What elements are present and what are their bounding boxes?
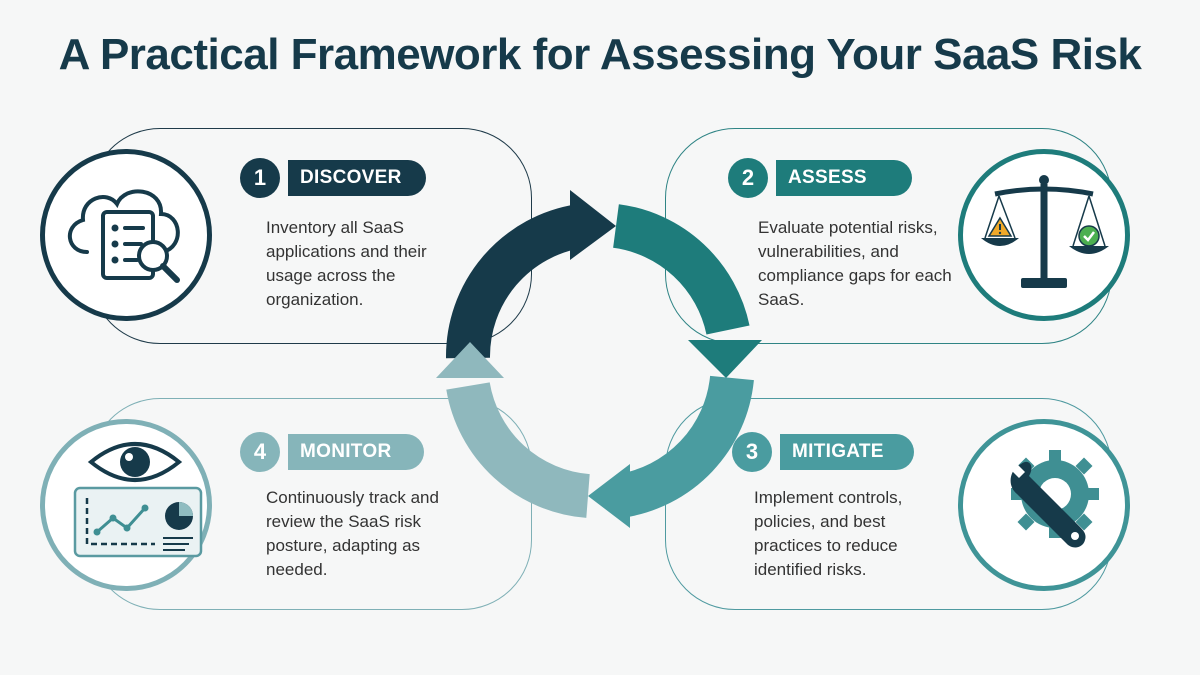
arrow-mitigate-to-monitor: [588, 375, 754, 528]
step-2-description: Evaluate potential risks, vulnerabilitie…: [758, 218, 952, 309]
arrow-discover-to-assess: [445, 190, 616, 359]
step-4-number: 4: [240, 432, 280, 472]
cycle-arrows: [436, 190, 762, 528]
step-1-label: DISCOVER: [288, 160, 426, 196]
gear-wrench-icon: [1009, 450, 1099, 548]
step-4-description: Continuously track and review the SaaS r…: [266, 488, 439, 579]
step-2-label: ASSESS: [776, 160, 912, 196]
step-3-description: Implement controls, policies, and best p…: [754, 488, 903, 579]
page-title: A Practical Framework for Assessing Your…: [58, 30, 1142, 79]
cloud-checklist-magnifier-icon: [67, 189, 180, 283]
assess-icon-circle: [958, 149, 1130, 321]
step-2-number: 2: [728, 158, 768, 198]
mitigate-icon-circle: [958, 419, 1130, 591]
step-1-number: 1: [240, 158, 280, 198]
discover-icon-circle: [40, 149, 212, 321]
arrow-assess-to-mitigate: [612, 204, 762, 378]
step-3-label: MITIGATE: [780, 434, 914, 470]
step-3-number: 3: [732, 432, 772, 472]
step-4-label: MONITOR: [288, 434, 424, 470]
monitor-icon-circle: [40, 419, 212, 591]
step-1-description: Inventory all SaaS applications and thei…: [266, 218, 427, 309]
arrow-monitor-to-discover: [436, 342, 591, 518]
balance-scale-icon: [981, 175, 1109, 288]
eye-dashboard-icon: [73, 442, 203, 558]
